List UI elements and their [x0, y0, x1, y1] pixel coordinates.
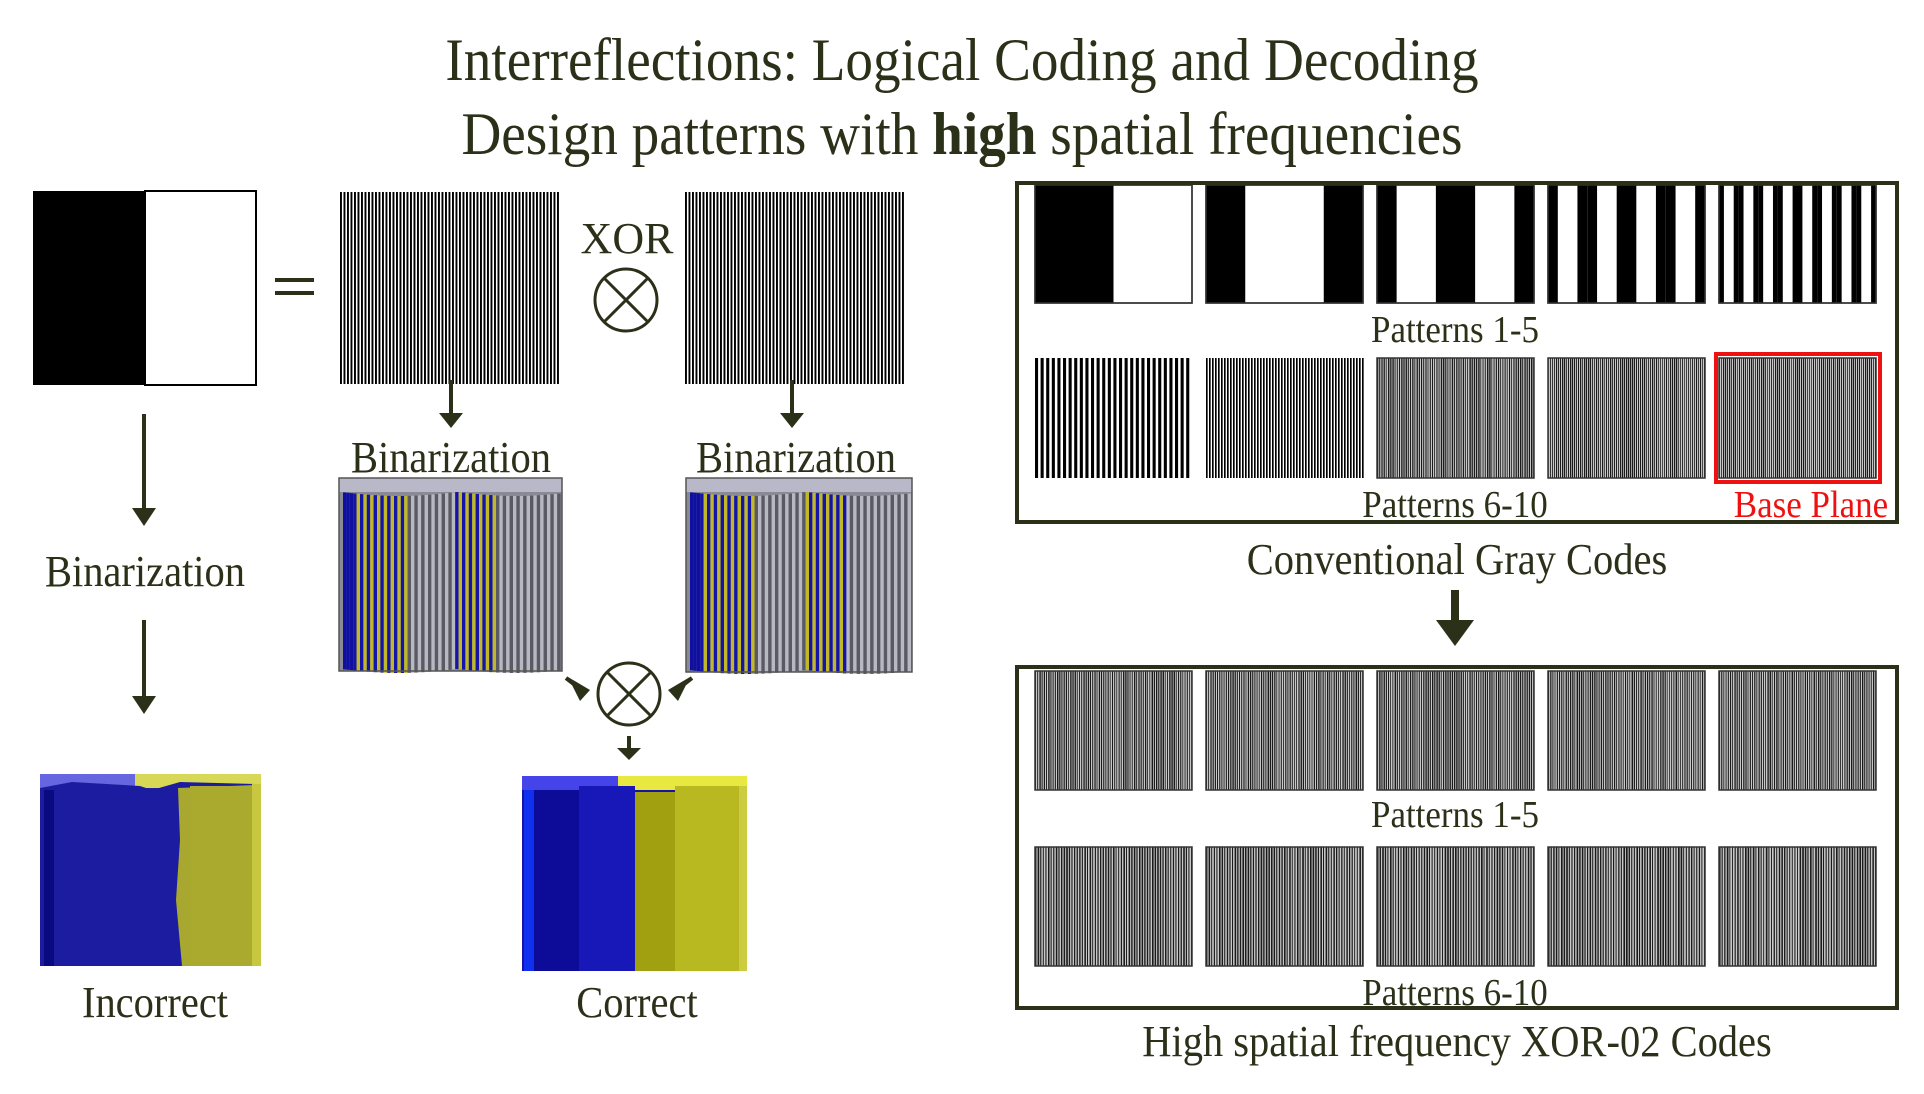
- binarization-label-left: Binarization: [44, 547, 246, 596]
- stripe-pattern: [685, 192, 904, 384]
- gray-pattern-5: [1718, 184, 1877, 304]
- gray-pattern-1: [1034, 184, 1193, 304]
- subtitle-bold: high: [932, 101, 1037, 167]
- incorrect-label: Incorrect: [81, 978, 229, 1027]
- gray-pattern-7: [1206, 358, 1364, 478]
- gray-pattern-6: [1035, 358, 1192, 478]
- arrow-diagonal-icon: [564, 676, 590, 701]
- gray-pattern-8: [1376, 357, 1535, 479]
- arrow-down-icon: [1436, 590, 1474, 646]
- arrow-down-icon: [132, 414, 156, 526]
- base-plane-label: Base Plane: [1733, 484, 1889, 526]
- subtitle-prefix: Design patterns with: [461, 101, 933, 167]
- xor-label: XOR: [580, 214, 674, 263]
- xor-pattern-3: [1376, 670, 1535, 791]
- xor-pattern-10: [1718, 846, 1877, 967]
- slide-subtitle: Design patterns with high spatial freque…: [77, 104, 1847, 164]
- gray-pattern-3: [1376, 184, 1535, 304]
- stripe-pattern: [340, 192, 561, 384]
- base-plane-highlight: [1714, 352, 1882, 484]
- xor-codes-frame: [1015, 665, 1899, 1010]
- xor-code-patterns: [1034, 670, 1877, 967]
- correct-label: Correct: [576, 978, 698, 1027]
- high-freq-pattern-2: [685, 192, 904, 384]
- gray-code-patterns: [1034, 184, 1877, 479]
- xor-row2-label: Patterns 6-10: [1362, 972, 1548, 1014]
- gray-codes-caption: Conventional Gray Codes: [1246, 535, 1668, 584]
- xor-pattern-6: [1034, 846, 1193, 967]
- gray-row1-label: Patterns 1-5: [1371, 309, 1539, 351]
- gray-pattern-10: [1718, 357, 1877, 479]
- slide-title: Interreflections: Logical Coding and Dec…: [445, 27, 1479, 93]
- correct-result-image: [522, 776, 747, 971]
- gray-codes-frame: [1015, 181, 1899, 524]
- binarized-image-1: [338, 477, 563, 673]
- binarized-image-2: [685, 477, 913, 674]
- xor-row1-label: Patterns 1-5: [1371, 794, 1539, 836]
- gray-row2-label: Patterns 6-10: [1362, 484, 1548, 526]
- binarized-stripes: [338, 477, 563, 673]
- gray-pattern-4: [1547, 184, 1706, 304]
- half-pattern: [33, 190, 257, 386]
- binarized-stripes: [685, 477, 913, 674]
- gray-pattern-2: [1205, 184, 1364, 304]
- xor-operator-icon: [593, 267, 659, 333]
- arrow-down-icon: [132, 620, 156, 714]
- gray-pattern-9: [1547, 357, 1706, 479]
- xor-pattern-7: [1205, 846, 1364, 967]
- high-freq-pattern-1: [340, 192, 561, 384]
- incorrect-result-image: [40, 774, 261, 966]
- xor-pattern-5: [1718, 670, 1877, 791]
- xor-pattern-1: [1034, 670, 1193, 791]
- arrow-down-icon: [780, 380, 804, 428]
- arrow-diagonal-icon: [668, 676, 694, 701]
- equals-icon: [275, 278, 314, 295]
- xor-codes-caption: High spatial frequency XOR-02 Codes: [1142, 1017, 1772, 1066]
- xor-combine-icon: [596, 661, 662, 727]
- binarization-label-1: Binarization: [350, 433, 552, 482]
- arrow-down-icon: [617, 736, 641, 760]
- binarization-label-2: Binarization: [695, 433, 897, 482]
- subtitle-suffix: spatial frequencies: [1036, 101, 1463, 167]
- xor-pattern-8: [1376, 846, 1535, 967]
- xor-pattern-2: [1205, 670, 1364, 791]
- arrow-down-icon: [439, 380, 463, 428]
- xor-pattern-4: [1547, 670, 1706, 791]
- xor-pattern-9: [1547, 846, 1706, 967]
